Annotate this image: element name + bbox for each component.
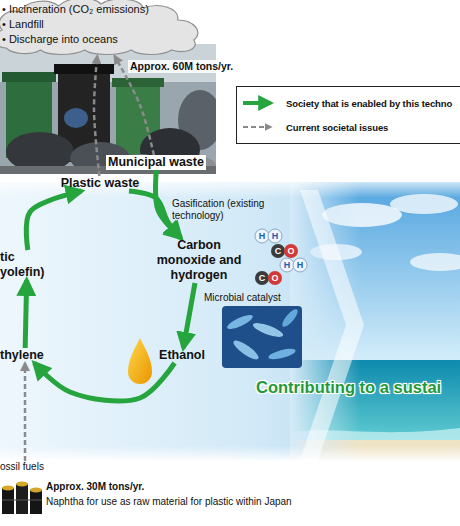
atom-letter: H bbox=[268, 229, 282, 243]
barrel-top bbox=[16, 482, 28, 487]
band-fade bbox=[0, 176, 460, 198]
bin-lid bbox=[54, 64, 114, 74]
flow-arrow bbox=[25, 280, 27, 348]
barrel-top bbox=[30, 488, 42, 493]
node-text: • Incineration (CO₂ emissions) bbox=[2, 2, 202, 17]
quantity-note: Approx. 30M tons/yr. bbox=[46, 481, 144, 493]
atom-letter: H bbox=[255, 229, 269, 243]
node-text: Plastic waste bbox=[54, 176, 146, 191]
stage-label: tic yolefin) bbox=[0, 250, 54, 280]
bacterium bbox=[251, 320, 284, 339]
oil-barrels bbox=[2, 482, 42, 515]
atom-letter: O bbox=[268, 271, 282, 285]
atom-letter: H bbox=[293, 258, 307, 272]
issue-cloud: • Incineration (CO₂ emissions)• Landfill… bbox=[0, 0, 206, 56]
oxygen-atom bbox=[284, 244, 298, 258]
barrel-band bbox=[2, 500, 42, 501]
slogan-text: Contributing to a sustai bbox=[256, 378, 441, 398]
source-label: ossil fuels bbox=[0, 461, 50, 473]
microbe-backdrop bbox=[222, 306, 302, 368]
bacterium bbox=[226, 312, 255, 331]
hydrogen-atom bbox=[280, 258, 294, 272]
barrel bbox=[30, 490, 42, 514]
barrel bbox=[2, 488, 14, 514]
node-text: • Landfill bbox=[2, 17, 202, 32]
note-text: Naphtha for use as raw material for plas… bbox=[46, 496, 292, 508]
sky-cloud bbox=[410, 253, 460, 271]
node-text: • Discharge into oceans bbox=[2, 32, 202, 47]
ethanol-drop bbox=[128, 338, 152, 384]
issue-arrow bbox=[94, 56, 99, 176]
bin-lid bbox=[112, 78, 164, 87]
hydrogen-atom bbox=[268, 229, 282, 243]
band-fade bbox=[0, 446, 460, 462]
legend-arrow bbox=[243, 101, 271, 105]
flow-arrow bbox=[26, 191, 81, 250]
legend-swatch bbox=[241, 119, 281, 135]
legend-box: Society that is enabled by this technoCu… bbox=[236, 86, 460, 144]
molecules bbox=[255, 229, 307, 285]
stage-label: Plastic waste bbox=[54, 176, 146, 191]
barrel bbox=[16, 484, 28, 514]
hydrogen-atom bbox=[255, 229, 269, 243]
legend-row: Current societal issues bbox=[241, 115, 460, 139]
edge-label: Gasification (existing technology) bbox=[172, 198, 272, 222]
legend-arrow bbox=[243, 126, 271, 128]
node-text: ossil fuels bbox=[0, 461, 50, 473]
stage-label: Carbon monoxide and hydrogen bbox=[146, 238, 252, 283]
chevron bbox=[300, 190, 364, 460]
carbon-atom bbox=[271, 244, 285, 258]
quantity-note: Approx. 60M tons/yr. bbox=[128, 60, 235, 73]
atom-letter: O bbox=[284, 244, 298, 258]
atom-letter: C bbox=[271, 244, 285, 258]
node-text: thylene bbox=[0, 348, 50, 363]
legend-row: Society that is enabled by this techno bbox=[241, 91, 460, 115]
carbon-atom bbox=[255, 271, 269, 285]
source-label: Municipal waste bbox=[106, 155, 206, 170]
node-text: Ethanol bbox=[150, 348, 214, 363]
background-band bbox=[0, 182, 460, 460]
stage-label: Ethanol bbox=[150, 348, 214, 363]
legend-text: Current societal issues bbox=[286, 122, 388, 133]
bacterium bbox=[280, 307, 300, 329]
hydrogen-atom bbox=[293, 258, 307, 272]
issue-arrow bbox=[24, 363, 27, 461]
bin-lid bbox=[2, 72, 56, 82]
legend-text: Society that is enabled by this techno bbox=[286, 98, 452, 109]
atom-letter: C bbox=[255, 271, 269, 285]
oxygen-atom bbox=[268, 271, 282, 285]
barrel-top bbox=[2, 486, 14, 491]
node-text: Municipal waste bbox=[108, 155, 204, 170]
node-text: Carbon monoxide and hydrogen bbox=[146, 238, 252, 283]
process-note: Microbial catalyst bbox=[204, 292, 281, 304]
stage-label: thylene bbox=[0, 348, 50, 363]
bacterium bbox=[267, 347, 296, 362]
atom-letter: H bbox=[280, 258, 294, 272]
flow-arrow bbox=[183, 283, 195, 348]
flow-arrow bbox=[34, 363, 174, 401]
microbe-image bbox=[222, 306, 302, 368]
legend-swatch bbox=[241, 95, 281, 111]
garbage-bag bbox=[64, 108, 88, 128]
node-text: tic yolefin) bbox=[0, 250, 54, 280]
bacterium bbox=[231, 338, 261, 363]
sea-photo bbox=[290, 182, 460, 460]
